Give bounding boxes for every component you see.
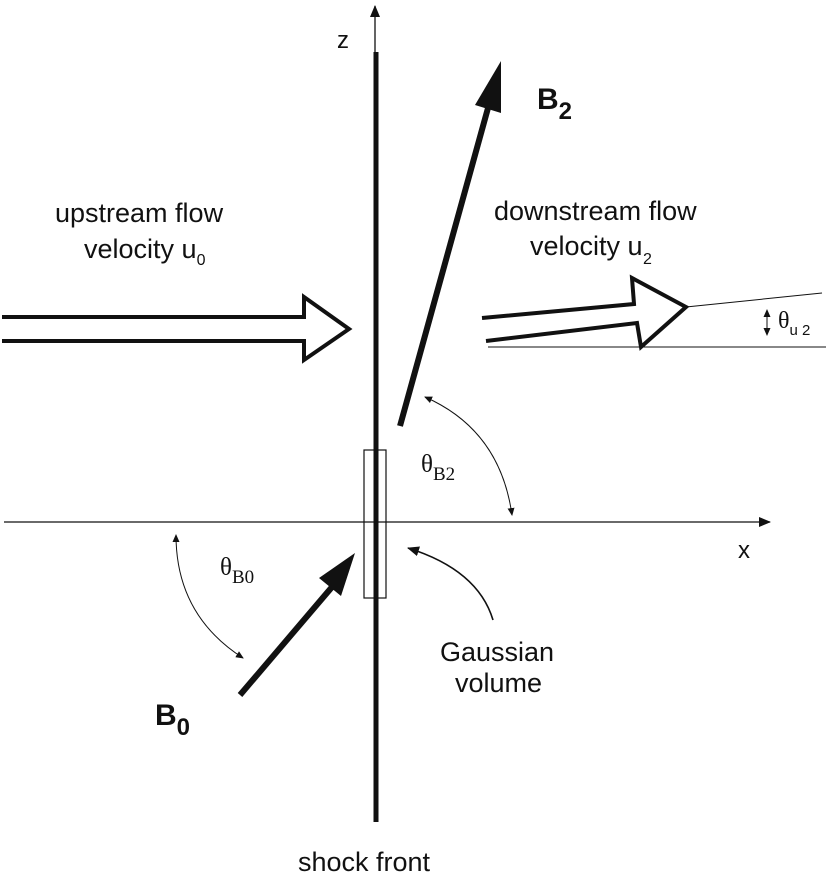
upstream-label-line1: upstream flow: [55, 198, 224, 228]
downstream-flow-arrow: [481, 274, 690, 351]
b0-vector-shaft: [237, 585, 335, 697]
downstream-label-subscript: 2: [643, 251, 652, 268]
b0-label: B0: [155, 699, 190, 741]
shock-front-label: shock front: [298, 847, 431, 877]
gaussian-label-line1: Gaussian: [440, 637, 554, 667]
theta-b2-label: θB2: [421, 451, 455, 485]
theta-b2-arc: [424, 396, 515, 516]
gaussian-pointer-arrow: [407, 546, 494, 621]
gaussian-label-line2: volume: [455, 668, 542, 698]
b2-label: B2: [537, 83, 572, 125]
upstream-flow-arrow: [2, 293, 353, 364]
b2-vector-head: [475, 61, 501, 113]
upstream-label-line2: velocity u0: [84, 234, 206, 269]
flow-direction-line: [685, 292, 823, 308]
x-axis-label: x: [738, 537, 750, 564]
z-axis-label: z: [337, 27, 349, 54]
gaussian-volume-box: [363, 449, 387, 599]
b2-vector-shaft: [397, 107, 491, 427]
theta-u2-label: θu 2: [778, 308, 810, 339]
b0-vector-head: [319, 553, 355, 596]
downstream-label-line1: downstream flow: [494, 196, 697, 226]
theta-b0-label: θB0: [220, 554, 254, 588]
downstream-label-line2: velocity u: [530, 231, 643, 261]
theta-b0-arc: [172, 534, 244, 659]
